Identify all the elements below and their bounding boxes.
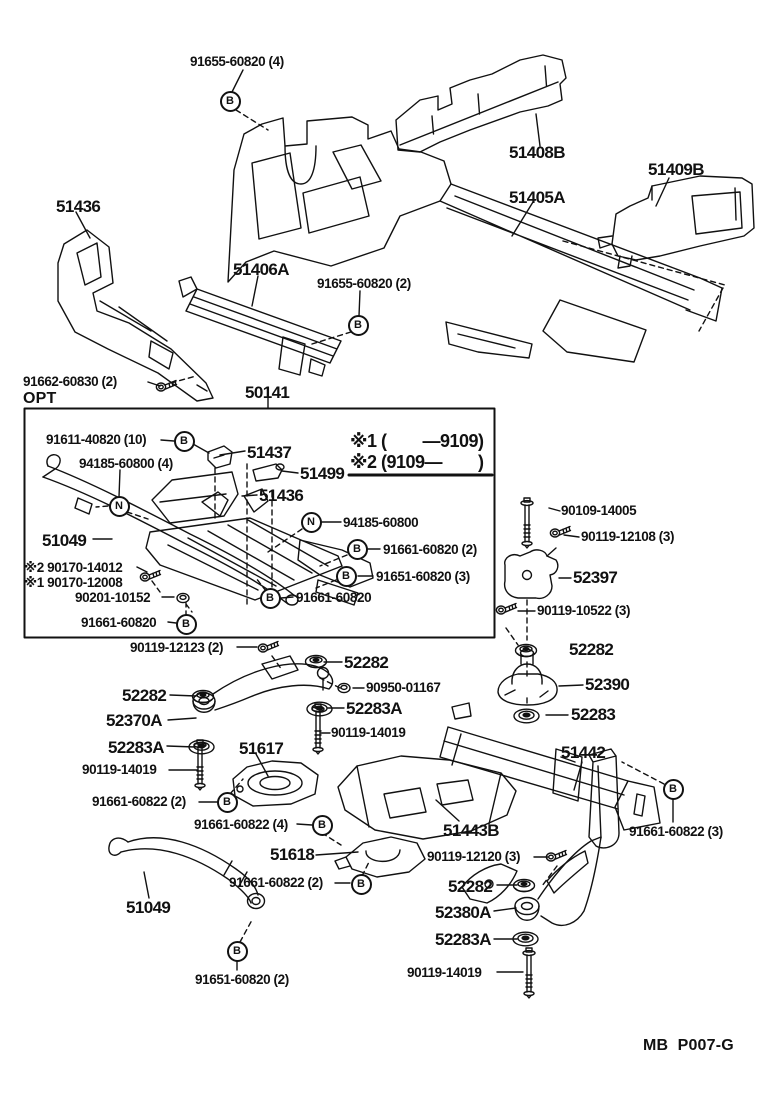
part-51049-rear-drawing <box>108 837 266 910</box>
figure-code: MB P007-G <box>643 1037 734 1054</box>
part-51617-drawing <box>232 760 319 807</box>
bolt-icon <box>522 947 536 999</box>
bolt-icon <box>155 379 178 392</box>
part-52380a-arm-drawing <box>514 748 620 927</box>
part-51436-drawing <box>57 229 214 402</box>
bolt-icon <box>520 497 534 549</box>
part-51618-drawing <box>334 836 426 878</box>
part-52390-drawing <box>497 648 558 706</box>
nut-icon <box>176 592 190 604</box>
part-52370a-arm-drawing <box>192 655 334 713</box>
opt-box-frame <box>23 407 496 639</box>
part-51408b-drawing <box>395 54 567 153</box>
part-51049-front-drawing <box>42 454 299 606</box>
part-crossmember-drawing <box>145 445 374 606</box>
opt-label: OPT <box>23 390 57 407</box>
part-51405a-drawing <box>227 116 723 363</box>
part-51409b-drawing <box>597 175 755 269</box>
fastener-icons <box>139 379 572 999</box>
part-51442-drawing <box>439 702 661 831</box>
bolt-icon <box>139 569 162 582</box>
grommet-icon <box>514 643 538 658</box>
part-strut-bracket-drawing <box>461 863 518 904</box>
washer-icon <box>513 708 540 724</box>
part-51406a-drawing <box>178 276 342 377</box>
bolt-icon <box>495 602 518 615</box>
bolt-icon <box>257 640 280 653</box>
part-52397-drawing <box>503 547 559 600</box>
leader-lines-dashed <box>95 109 726 943</box>
bolt-icon <box>545 849 568 862</box>
part-51443b-drawing <box>337 755 517 840</box>
